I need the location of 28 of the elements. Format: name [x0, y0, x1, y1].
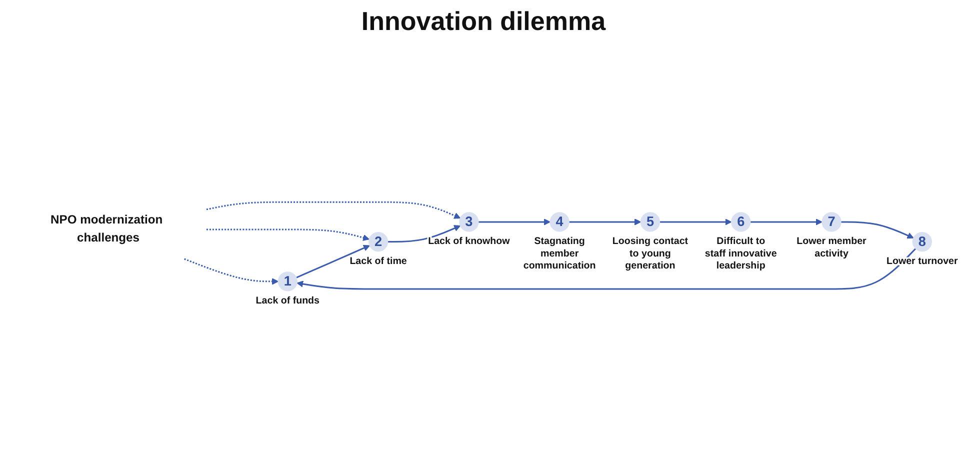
arrow — [478, 218, 550, 226]
node-circle: 5 — [640, 212, 660, 232]
node-circle: 7 — [821, 212, 841, 232]
node-caption: Lack of time — [349, 256, 406, 268]
arrow — [184, 258, 278, 285]
node-text: NPO modernization challenges — [50, 214, 162, 245]
arrow — [206, 228, 369, 242]
node-caption: Difficult to staff innovative leadership — [704, 236, 776, 272]
node-caption: Lack of knowhow — [428, 236, 510, 248]
arrow — [568, 218, 641, 226]
node-caption: Lower member activity — [796, 236, 866, 260]
arrow — [296, 245, 370, 278]
node-circle: 8 — [912, 232, 932, 252]
arrow — [206, 202, 460, 219]
arrow — [659, 218, 732, 226]
node-circle: 4 — [549, 212, 569, 232]
arrow — [750, 218, 822, 226]
node-circle: 1 — [277, 272, 297, 292]
arrow — [387, 225, 460, 243]
node-caption: Stagnating member communication — [522, 236, 596, 272]
arrow — [296, 248, 916, 290]
node-caption: Loosing contact to young generation — [612, 236, 688, 272]
node-caption: Lack of funds — [255, 296, 319, 307]
arrow — [840, 221, 914, 239]
node-circle: 3 — [458, 212, 478, 232]
node-circle: 6 — [730, 212, 750, 232]
diagram-title: Innovation dilemma — [361, 6, 606, 37]
node-circle: 2 — [368, 232, 388, 252]
